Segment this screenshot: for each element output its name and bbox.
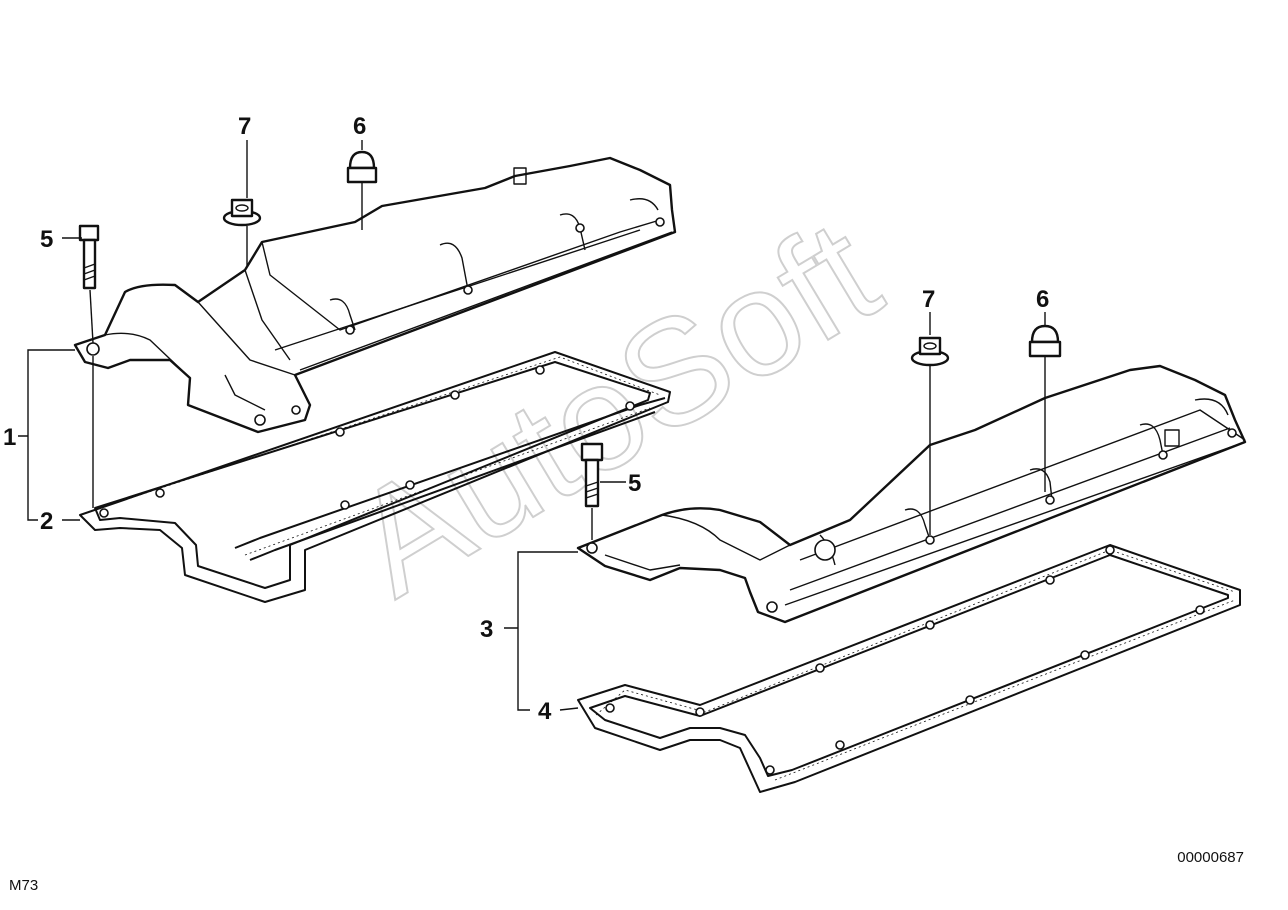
right-cap-nut	[1028, 324, 1062, 358]
right-flange-nut	[910, 336, 950, 367]
callout-5-left: 5	[40, 226, 53, 253]
left-valve-cover	[73, 156, 677, 434]
bracket-3-4	[504, 551, 579, 711]
callout-6-right: 6	[1036, 286, 1049, 313]
callout-1: 1	[3, 424, 16, 451]
left-bolt	[78, 224, 100, 290]
left-cap-nut	[346, 150, 378, 184]
callout-7-right: 7	[922, 286, 935, 313]
right-gasket	[577, 544, 1241, 793]
callout-2: 2	[40, 508, 53, 535]
leader-left-bolt-axis	[89, 289, 94, 344]
left-gasket	[79, 351, 671, 603]
model-code: M73	[9, 877, 39, 894]
callout-3: 3	[480, 616, 493, 643]
left-flange-nut	[222, 198, 262, 227]
right-valve-cover	[576, 364, 1247, 624]
callout-7-left: 7	[238, 113, 251, 140]
bracket-1-2	[18, 349, 80, 521]
right-bolt	[580, 442, 604, 508]
diagram-id: 00000687	[1177, 849, 1244, 866]
callout-6-left: 6	[353, 113, 366, 140]
callout-4: 4	[538, 698, 552, 725]
callout-5-right: 5	[628, 470, 641, 497]
